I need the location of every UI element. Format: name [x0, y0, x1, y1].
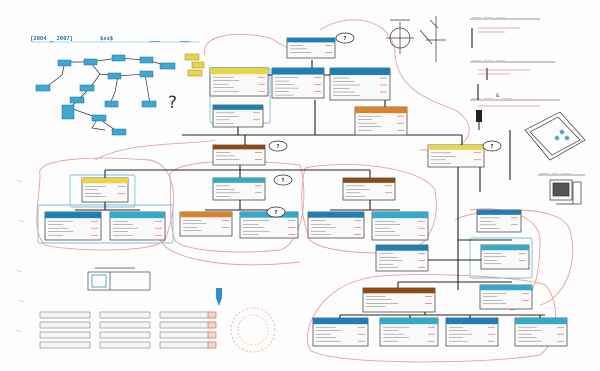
- table-card: [212, 144, 266, 166]
- form-field: [159, 341, 211, 349]
- table-card: [239, 211, 299, 239]
- table-card: [212, 104, 264, 128]
- table-card: [312, 317, 369, 347]
- tablet-sketch-icon: [524, 111, 586, 161]
- header-tag-1: $ss$: [100, 36, 113, 42]
- bottom-left-sketch: [87, 267, 151, 291]
- connector-lines: [75, 28, 545, 320]
- table-card: [479, 284, 533, 310]
- table-card: [209, 67, 269, 97]
- table-cards: [44, 37, 568, 347]
- form-field: [207, 311, 217, 319]
- table-card: [329, 67, 391, 101]
- form-field: [39, 311, 91, 319]
- table-card: [354, 106, 408, 136]
- table-card: [476, 209, 522, 233]
- red-scribbles: [478, 27, 540, 107]
- right-notes: ___ ___ ___ ___ ___ ___ ___ ___ & ___ __…: [470, 12, 585, 176]
- table-card: [342, 177, 396, 201]
- form-field: [99, 331, 151, 339]
- question-mark: ?: [168, 93, 177, 113]
- table-card: [379, 317, 439, 347]
- form-field: [159, 331, 211, 339]
- form-field: [159, 321, 211, 329]
- bubble-label: ?: [482, 140, 502, 152]
- mini-tree-sketch: [2004 _ 2007] $ss$ ___ ___: [30, 36, 205, 136]
- form-field: [99, 321, 151, 329]
- note-3: ___ ___ & ___: [472, 93, 512, 99]
- table-card: [271, 67, 325, 99]
- table-card: [179, 211, 233, 237]
- table-card: [44, 211, 102, 241]
- dial-sketch: [230, 307, 276, 353]
- note-4: ___ __ ___: [540, 168, 571, 174]
- bubble-text: ?: [344, 36, 347, 42]
- note-1: ___ ___ ___: [472, 12, 506, 18]
- table-card: [375, 244, 429, 272]
- form-field: [99, 311, 151, 319]
- table-card: [307, 211, 365, 239]
- note-2: ___ ___ ___: [472, 55, 506, 61]
- table-card: [445, 317, 499, 347]
- bubble-text: ?: [282, 178, 285, 184]
- pc-sketch-icon: [549, 179, 582, 205]
- table-card: [514, 317, 568, 347]
- table-card: [109, 211, 166, 241]
- bubble-text: ?: [491, 144, 494, 150]
- bubble-labels: ?????: [266, 32, 502, 218]
- form-rows: [39, 311, 217, 349]
- blue-marker: [216, 288, 222, 306]
- bubble-label: ?: [335, 32, 355, 44]
- header-note: [2004 _ 2007]: [30, 36, 73, 42]
- bubble-text: ?: [277, 144, 280, 150]
- form-field: [39, 331, 91, 339]
- table-card: [480, 244, 530, 270]
- header-tag-2: ___: [150, 36, 161, 42]
- header-tag-3: ___: [180, 36, 191, 42]
- form-field: [39, 341, 91, 349]
- form-field: [99, 341, 151, 349]
- form-field: [207, 341, 217, 349]
- bubble-text: ?: [275, 210, 278, 216]
- table-card: [371, 211, 429, 241]
- form-field: [207, 321, 217, 329]
- table-card: [286, 37, 336, 59]
- bubble-label: ?: [273, 174, 293, 186]
- form-field: [39, 321, 91, 329]
- table-card: [362, 287, 436, 313]
- bubble-label: ?: [266, 206, 286, 218]
- table-card: [81, 177, 129, 203]
- pushpin-icon: [476, 110, 482, 130]
- bubble-label: ?: [268, 140, 288, 152]
- side-margin-marks: [15, 179, 25, 333]
- form-field: [207, 331, 217, 339]
- table-card: [427, 144, 485, 168]
- form-field: [159, 311, 211, 319]
- compass-sketch-icon: [386, 16, 446, 62]
- table-card: [212, 177, 266, 201]
